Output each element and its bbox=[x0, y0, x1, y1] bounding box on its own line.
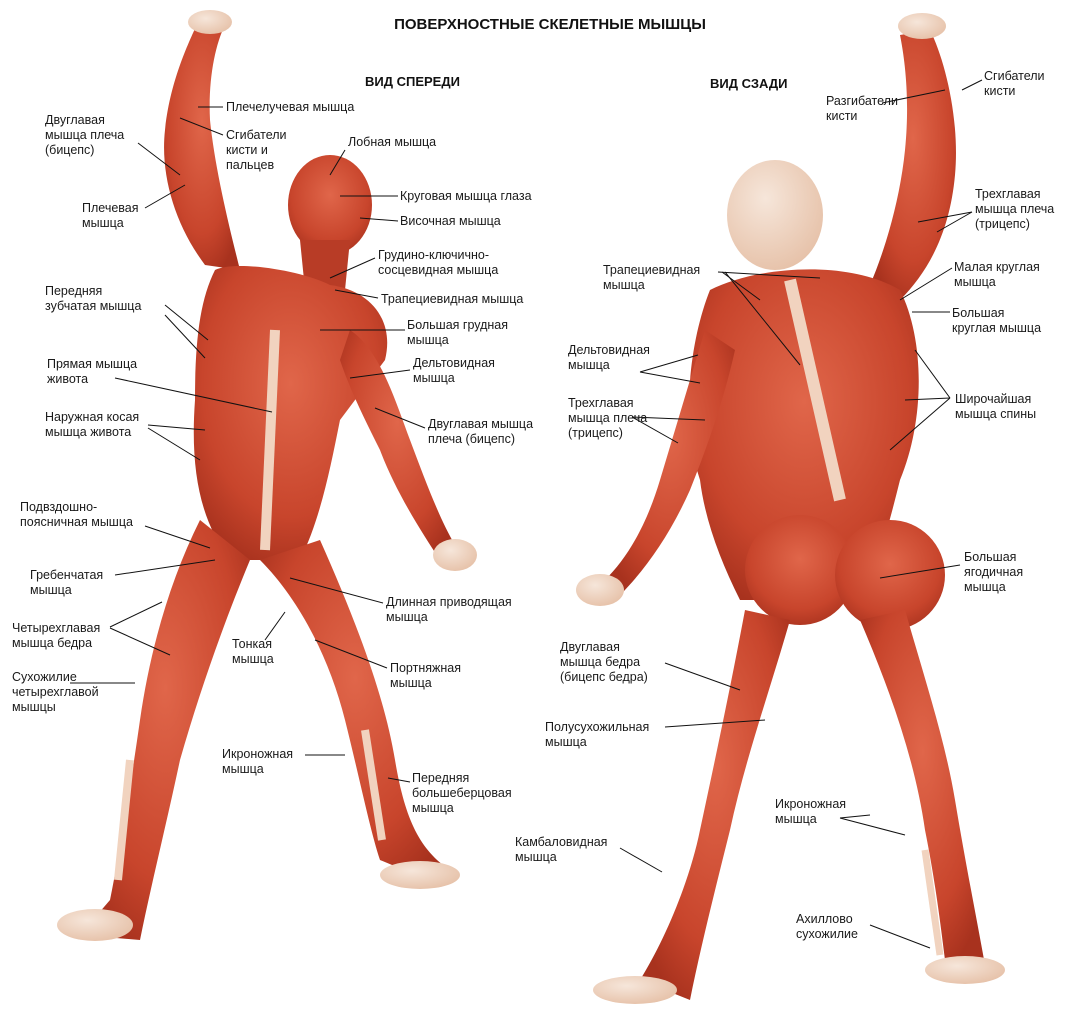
back-figure bbox=[576, 13, 1005, 1004]
label-pectoralis: Большая грудная мышца bbox=[407, 318, 508, 348]
label-trapezius-front: Трапециевидная мышца bbox=[381, 292, 523, 307]
front-view-heading: ВИД СПЕРЕДИ bbox=[365, 74, 460, 89]
label-external-oblique: Наружная косая мышца живота bbox=[45, 410, 139, 440]
label-adductor-longus: Длинная приводящая мышца bbox=[386, 595, 512, 625]
label-pectineus: Гребенчатая мышца bbox=[30, 568, 103, 598]
label-gastrocnemius-front: Икроножная мышца bbox=[222, 747, 293, 777]
label-brachialis: Плечевая мышца bbox=[82, 201, 139, 231]
label-rectus-abdominis: Прямая мышца живота bbox=[47, 357, 137, 387]
label-serratus: Передняя зубчатая мышца bbox=[45, 284, 141, 314]
diagram-title: ПОВЕРХНОСТНЫЕ СКЕЛЕТНЫЕ МЫШЦЫ bbox=[0, 16, 1069, 33]
label-semitendinosus: Полусухожильная мышца bbox=[545, 720, 649, 750]
label-tibialis-anterior: Передняя большеберцовая мышца bbox=[412, 771, 512, 816]
label-deltoid-front: Дельтовидная мышца bbox=[413, 356, 495, 386]
label-frontalis: Лобная мышца bbox=[348, 135, 436, 150]
label-sartorius: Портняжная мышца bbox=[390, 661, 461, 691]
label-flexors-wrist-fingers: Сгибатели кисти и пальцев bbox=[226, 128, 287, 173]
label-quad-tendon: Сухожилие четырехглавой мышцы bbox=[12, 670, 99, 715]
label-gluteus-maximus: Большая ягодичная мышца bbox=[964, 550, 1023, 595]
label-trapezius-back: Трапециевидная мышца bbox=[603, 263, 700, 293]
label-gastrocnemius-back: Икроножная мышца bbox=[775, 797, 846, 827]
label-sternocleidomastoid: Грудино-ключично- сосцевидная мышца bbox=[378, 248, 498, 278]
label-iliopsoas: Подвздошно- поясничная мышца bbox=[20, 500, 133, 530]
label-latissimus: Широчайшая мышца спины bbox=[955, 392, 1036, 422]
label-biceps-lower: Двуглавая мышца плеча (бицепс) bbox=[428, 417, 533, 447]
label-teres-major: Большая круглая мышца bbox=[952, 306, 1041, 336]
label-triceps-lower: Трехглавая мышца плеча (трицепс) bbox=[568, 396, 647, 441]
label-biceps-femoris: Двуглавая мышца бедра (бицепс бедра) bbox=[560, 640, 648, 685]
label-brachioradialis: Плечелучевая мышца bbox=[226, 100, 354, 115]
label-achilles: Ахиллово сухожилие bbox=[796, 912, 858, 942]
label-temporalis: Височная мышца bbox=[400, 214, 501, 229]
label-deltoid-back: Дельтовидная мышца bbox=[568, 343, 650, 373]
label-extensors-wrist: Разгибатели кисти bbox=[826, 94, 898, 124]
label-biceps-upper: Двуглавая мышца плеча (бицепс) bbox=[45, 113, 124, 158]
label-flexors-wrist: Сгибатели кисти bbox=[984, 69, 1045, 99]
label-soleus: Камбаловидная мышца bbox=[515, 835, 607, 865]
label-gracilis: Тонкая мышца bbox=[232, 637, 274, 667]
label-quadriceps: Четырехглавая мышца бедра bbox=[12, 621, 100, 651]
back-view-heading: ВИД СЗАДИ bbox=[710, 76, 787, 91]
label-triceps-upper: Трехглавая мышца плеча (трицепс) bbox=[975, 187, 1054, 232]
label-teres-minor: Малая круглая мышца bbox=[954, 260, 1040, 290]
label-orbicularis-oculi: Круговая мышца глаза bbox=[400, 189, 532, 204]
